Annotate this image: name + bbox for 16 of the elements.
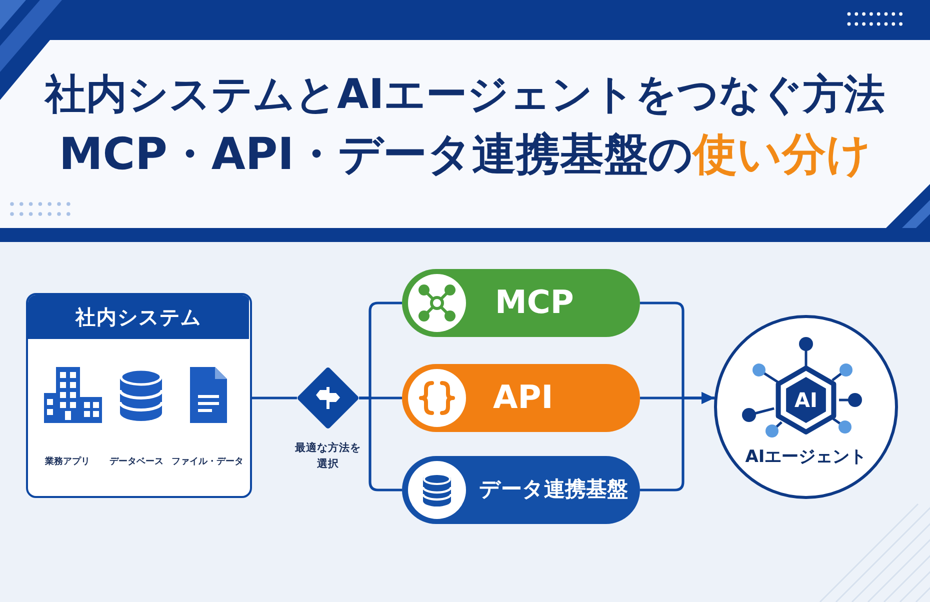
item-caption: データベース — [110, 456, 164, 468]
system-panel — [26, 293, 252, 498]
panel-header: 社内システム — [28, 295, 249, 339]
connector-line — [359, 396, 402, 492]
method-name: MCP — [495, 282, 574, 324]
agent-name: AIエージェント — [745, 447, 867, 467]
item-caption: ファイル・データ — [172, 456, 244, 468]
method-name: API — [493, 377, 554, 418]
item-caption: 業務アプリ — [45, 456, 90, 468]
agent-initials: AI — [794, 388, 818, 412]
arrow — [640, 392, 714, 492]
title: 社内システムとAIエージェントをつなぐ方法 — [45, 69, 885, 119]
diamond-caption: 最適な方法を選択 — [295, 440, 361, 472]
method-name: データ連携基盤 — [479, 476, 628, 504]
connector-line — [252, 396, 297, 400]
subtitle: MCP・API・データ連携基盤の使い分け — [59, 128, 871, 182]
